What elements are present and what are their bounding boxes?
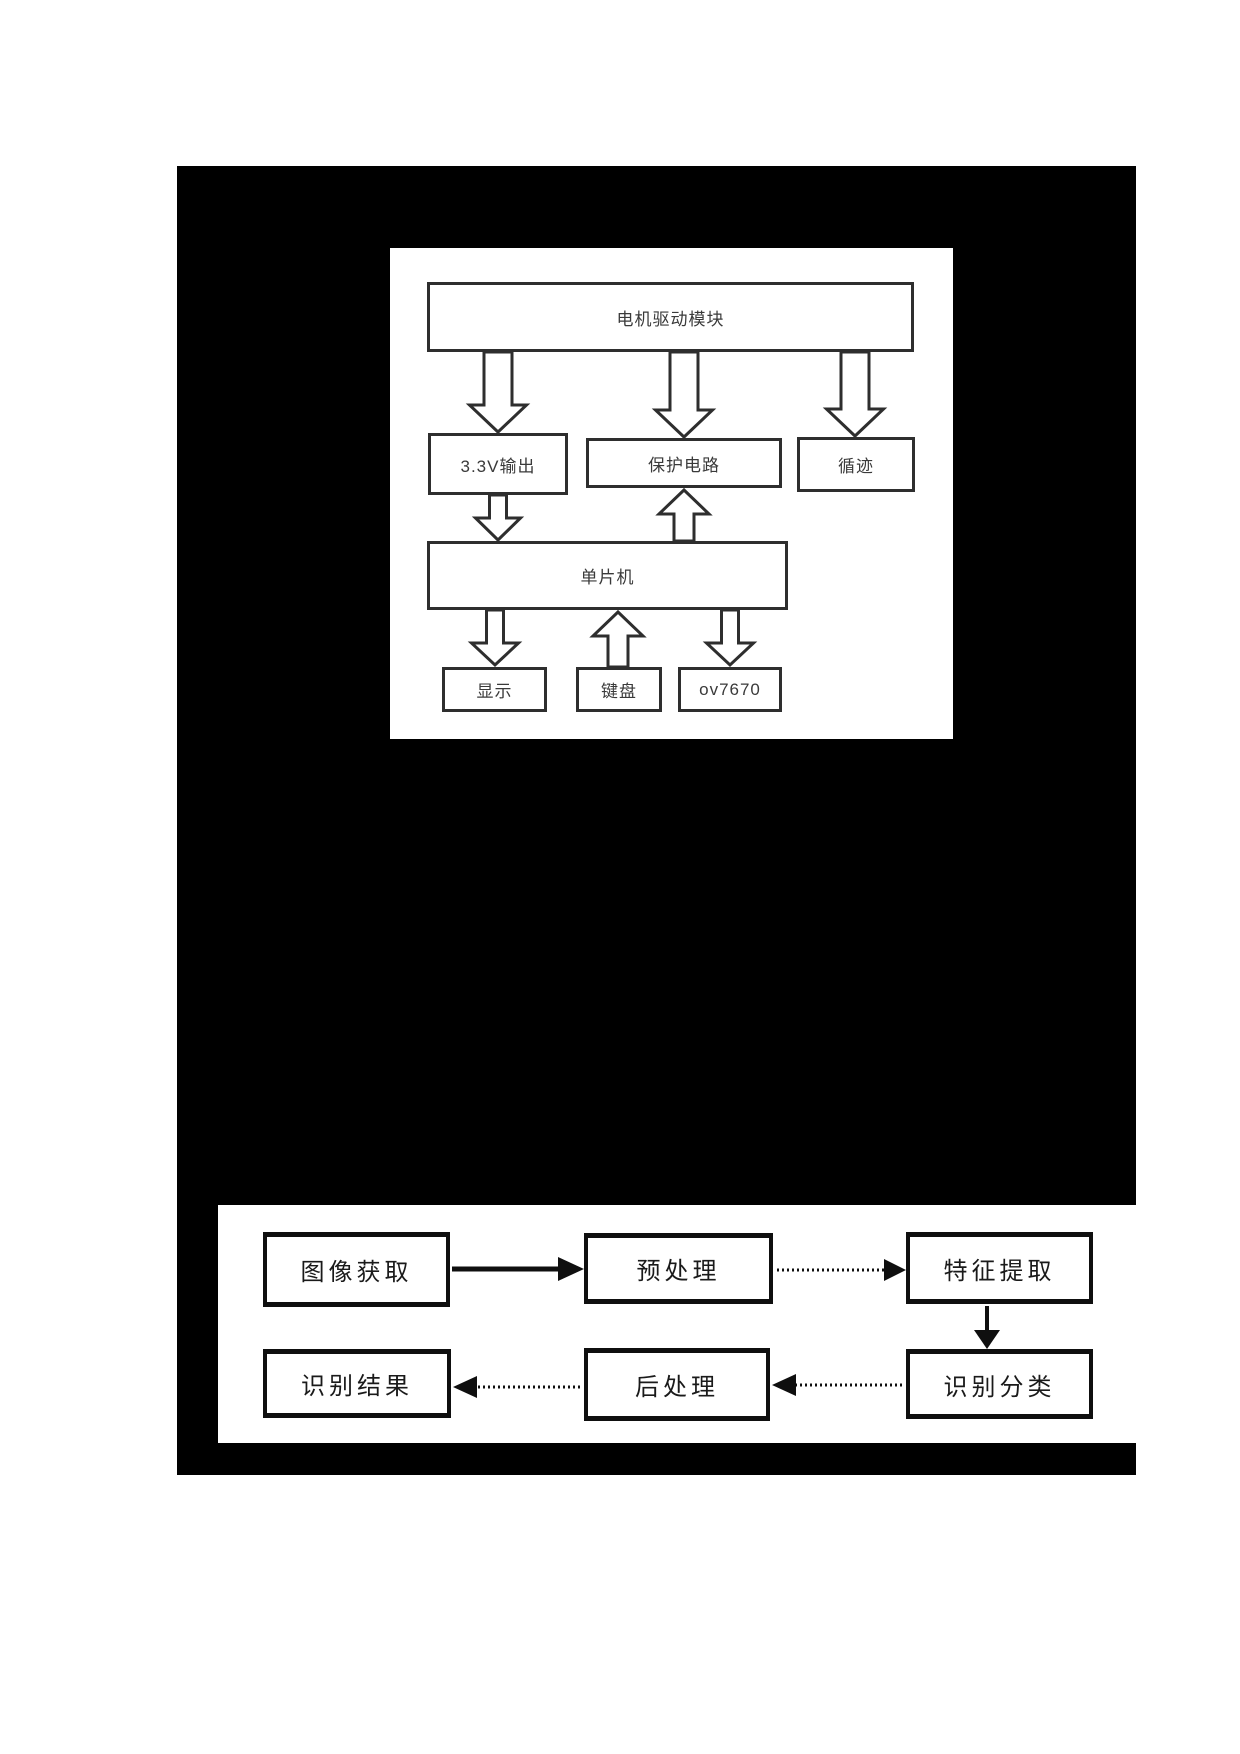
flow-node-preprocessing: 预处理 xyxy=(584,1233,773,1304)
flow-node-classification-label: 识别分类 xyxy=(943,1374,1056,1401)
node-keyboard-label: 键盘 xyxy=(601,682,637,701)
node-protection-circuit-label: 保护电路 xyxy=(648,455,720,475)
flow-node-postprocessing: 后处理 xyxy=(584,1348,770,1421)
flow-node-image-capture-label: 图像获取 xyxy=(300,1260,413,1286)
node-3v3-output: 3.3V输出 xyxy=(428,433,568,495)
node-ov7670-camera-label: ov7670 xyxy=(699,679,761,699)
node-protection-circuit: 保护电路 xyxy=(586,438,782,488)
node-mcu-label: 单片机 xyxy=(580,568,635,587)
flow-node-preprocessing-label: 预处理 xyxy=(636,1259,721,1285)
node-motor-driver-label: 电机驱动模块 xyxy=(616,309,725,329)
node-motor-driver-module: 电机驱动模块 xyxy=(427,282,914,352)
flow-node-recognition-result-label: 识别结果 xyxy=(301,1374,413,1400)
flow-node-feature-extraction: 特征提取 xyxy=(906,1232,1093,1304)
flow-node-feature-extraction-label: 特征提取 xyxy=(943,1258,1056,1285)
node-line-tracking-label: 循迹 xyxy=(838,457,874,476)
node-display: 显示 xyxy=(442,667,547,712)
flow-node-image-capture: 图像获取 xyxy=(263,1232,450,1307)
flow-node-classification: 识别分类 xyxy=(906,1349,1093,1419)
node-keyboard: 键盘 xyxy=(576,667,662,712)
node-ov7670-camera: ov7670 xyxy=(678,667,782,712)
node-display-label: 显示 xyxy=(476,682,513,701)
flow-node-postprocessing-label: 后处理 xyxy=(635,1375,719,1401)
node-3v3-output-label: 3.3V输出 xyxy=(460,456,536,476)
node-mcu: 单片机 xyxy=(427,541,788,610)
node-line-tracking: 循迹 xyxy=(797,437,915,492)
flow-node-recognition-result: 识别结果 xyxy=(263,1349,451,1418)
